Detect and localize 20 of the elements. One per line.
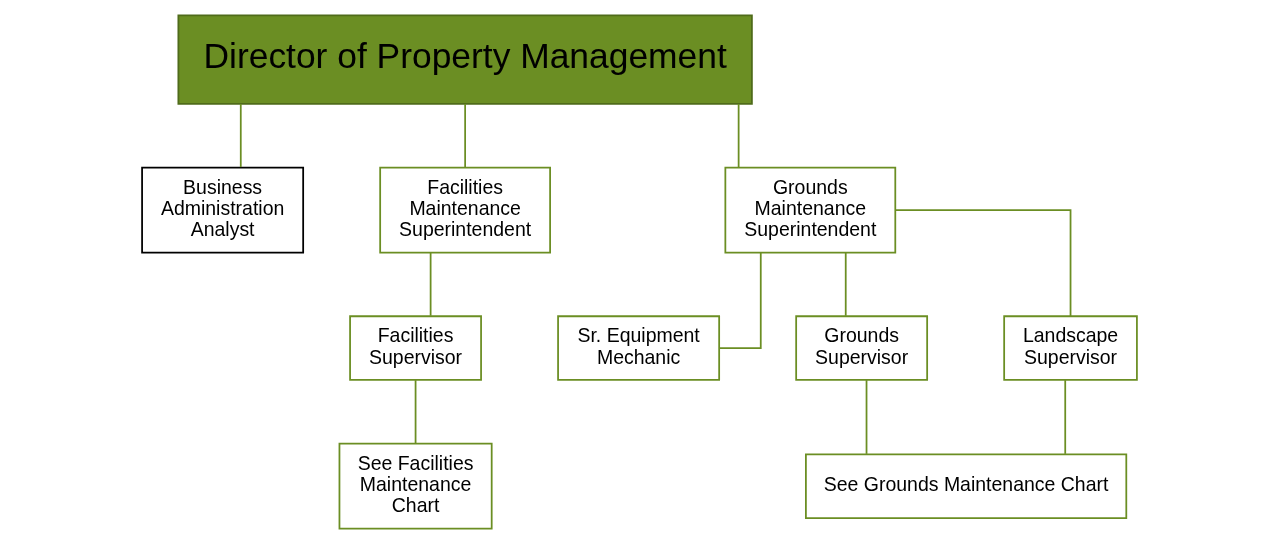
node-box: Grounds Supervisor <box>795 315 929 381</box>
connector <box>429 252 432 317</box>
connector <box>865 379 868 455</box>
node-box: Director of Property Management <box>177 14 753 105</box>
node-box: Facilities Supervisor <box>349 315 482 381</box>
node-box: Facilities Maintenance Superintendent <box>379 166 551 254</box>
connector <box>239 103 242 168</box>
connector <box>894 209 1072 317</box>
node-box: Landscape Supervisor <box>1003 315 1138 381</box>
node-box: See Facilities Maintenance Chart <box>338 442 493 530</box>
node-box: Sr. Equipment Mechanic <box>557 315 721 381</box>
connector <box>718 252 762 349</box>
connector <box>844 252 847 317</box>
node-box: Business Administration Analyst <box>141 166 305 254</box>
connector <box>414 379 417 445</box>
node-box: See Grounds Maintenance Chart <box>805 453 1128 519</box>
connector <box>464 103 467 168</box>
connector <box>1064 379 1067 455</box>
connector <box>737 103 740 168</box>
node-box: Grounds Maintenance Superintendent <box>724 166 897 254</box>
